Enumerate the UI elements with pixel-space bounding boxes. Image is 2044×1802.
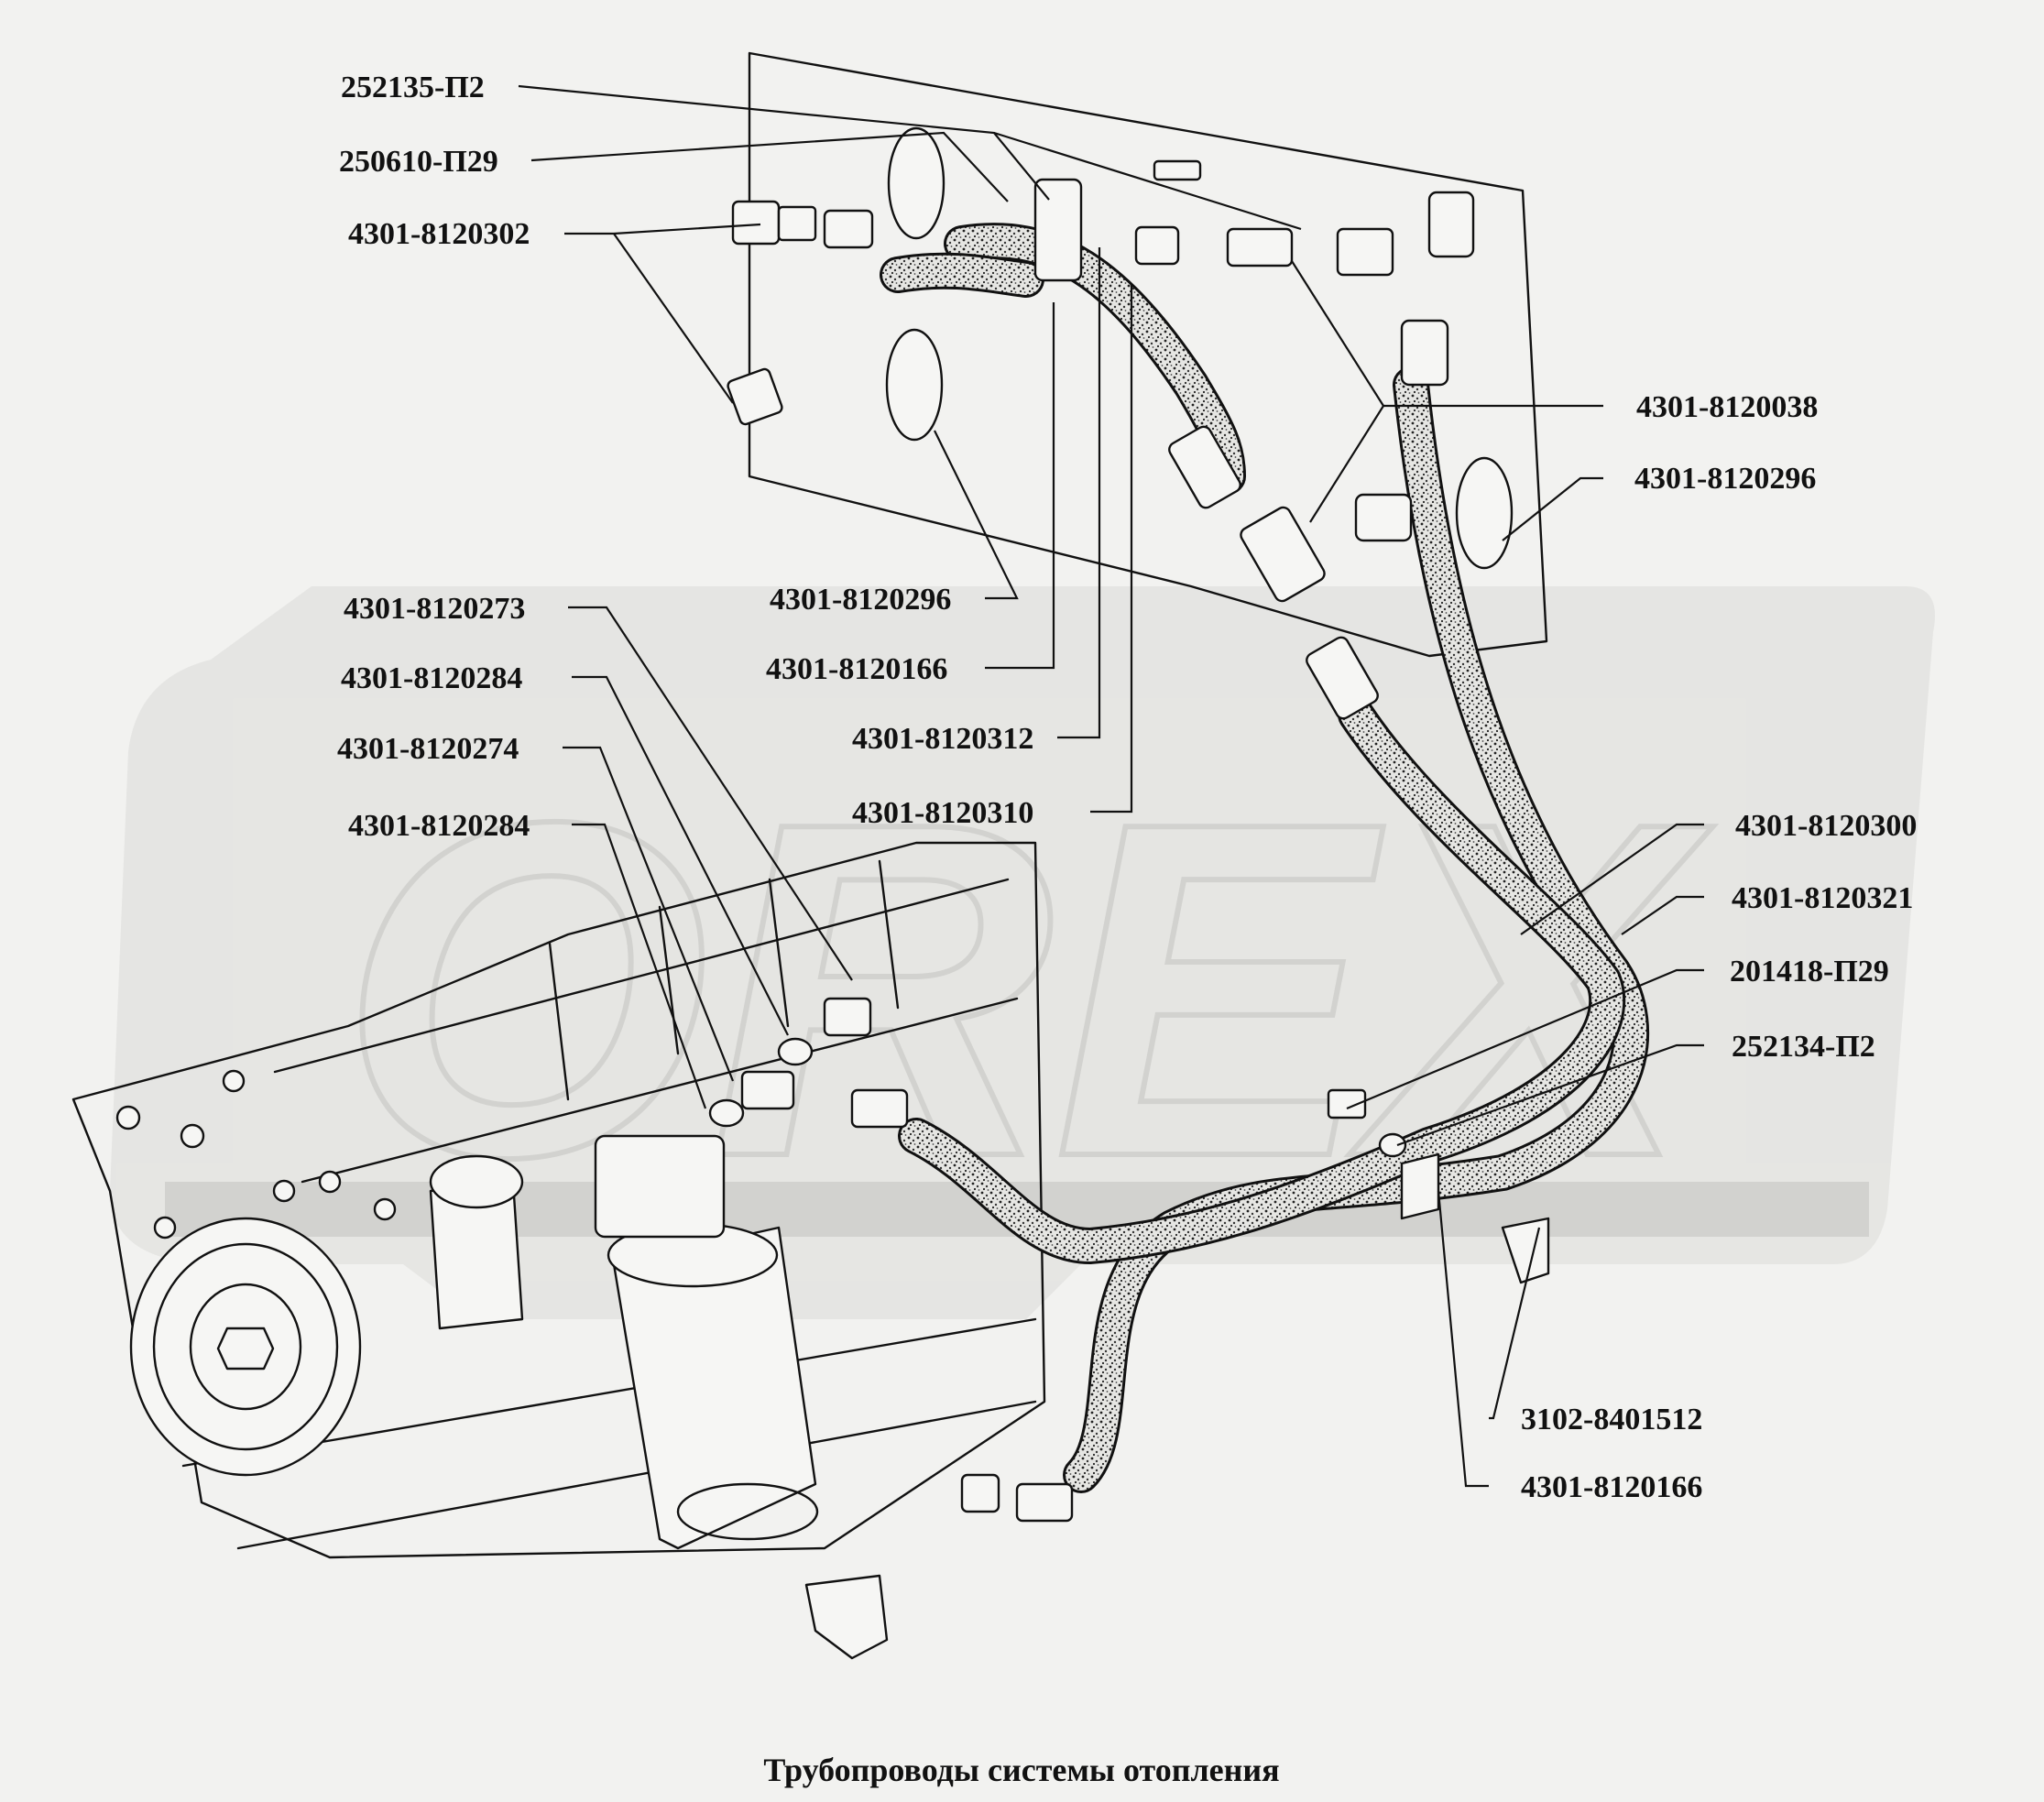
distributor <box>429 1154 524 1330</box>
oil-filter <box>594 1134 819 1550</box>
block-fittings <box>708 997 1550 1523</box>
label-4301-8120310: 4301-8120310 <box>852 796 1033 830</box>
label-4301-8120300: 4301-8120300 <box>1735 809 1917 843</box>
engine-assembly <box>71 841 1046 1660</box>
label-4301-8120274: 4301-8120274 <box>337 732 519 766</box>
block-bolts <box>115 1069 397 1240</box>
label-250610-p29: 250610-П29 <box>339 145 498 179</box>
label-4301-8120321: 4301-8120321 <box>1732 881 1913 915</box>
crank-pulley <box>129 1217 362 1477</box>
label-252135-p2: 252135-П2 <box>341 71 485 104</box>
label-4301-8120312: 4301-8120312 <box>852 722 1033 756</box>
label-4301-8120296-upper: 4301-8120296 <box>1634 462 1816 496</box>
label-4301-8120038: 4301-8120038 <box>1636 390 1818 424</box>
label-252134-p2: 252134-П2 <box>1732 1030 1875 1064</box>
label-4301-8120273: 4301-8120273 <box>344 592 525 626</box>
label-4301-8120296-lower: 4301-8120296 <box>770 583 951 617</box>
label-4301-8120166-upper: 4301-8120166 <box>766 652 947 686</box>
part-labels: 252135-П2 250610-П29 4301-8120302 4301-8… <box>337 71 1917 1504</box>
label-4301-8120166-lower: 4301-8120166 <box>1521 1470 1702 1504</box>
firewall-panel <box>748 51 1548 658</box>
leader-lines <box>518 84 1704 1488</box>
label-4301-8120284-upper: 4301-8120284 <box>341 661 522 695</box>
heater-tap-fittings <box>727 126 1514 720</box>
label-3102-8401512: 3102-8401512 <box>1521 1403 1702 1436</box>
heater-hoses <box>880 223 1650 1493</box>
label-201418-p29: 201418-П29 <box>1730 955 1889 988</box>
diagram-caption: Трубопроводы системы отопления <box>763 1752 1279 1788</box>
label-4301-8120302: 4301-8120302 <box>348 217 530 251</box>
mount-bracket <box>804 1574 889 1660</box>
label-4301-8120284-lower: 4301-8120284 <box>348 809 530 843</box>
